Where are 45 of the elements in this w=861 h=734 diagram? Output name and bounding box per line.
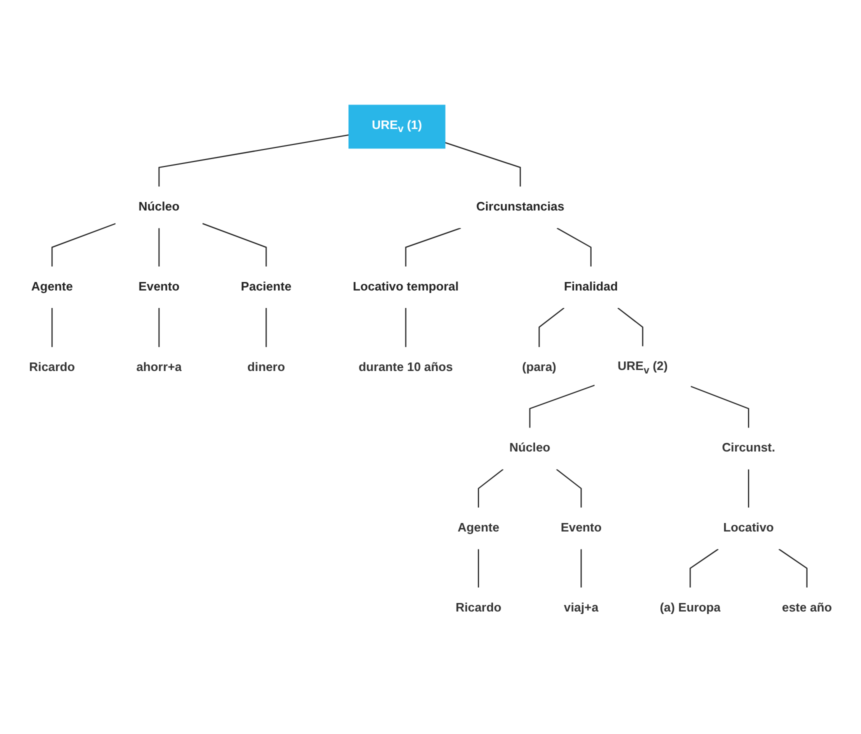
connector: [748, 469, 750, 508]
connector: [405, 308, 406, 348]
node-text: durante 10 años: [358, 360, 453, 374]
node-text: Circunstancias: [476, 200, 564, 214]
connector: [158, 228, 160, 266]
node-text: Locativo: [723, 521, 774, 534]
connector: [690, 386, 750, 428]
connector: [266, 308, 267, 348]
node-text: Locativo temporal: [352, 280, 459, 294]
connector: [202, 222, 267, 266]
connector: [405, 228, 461, 266]
connector: [478, 468, 504, 508]
connector: [51, 308, 53, 348]
node-text: Paciente: [240, 280, 292, 294]
node-text: Agente: [458, 521, 500, 534]
connector: [158, 134, 349, 187]
node-text: Evento: [138, 280, 180, 294]
node-text: Evento: [560, 521, 602, 534]
connector: [529, 384, 595, 428]
connector: [778, 548, 808, 588]
node-text: Núcleo: [138, 200, 180, 214]
node-text: Agente: [31, 280, 73, 294]
connector: [556, 228, 592, 266]
node-text: Finalidad: [564, 280, 618, 294]
node-text: Ricardo: [29, 360, 75, 374]
node-text: ahorr+a: [136, 360, 182, 374]
node-text: URE$_{v}$ (2): [618, 360, 668, 376]
node-text: Circunst.: [722, 442, 776, 455]
connector: [158, 308, 160, 348]
connector: [538, 307, 564, 348]
node-text: (a) Europa: [660, 601, 721, 614]
node-text: dinero: [247, 360, 285, 374]
node-box: URE$_{v}$ (1): [348, 104, 446, 149]
connector: [690, 548, 719, 588]
connector: [556, 468, 582, 508]
node-text: (para): [522, 360, 556, 374]
node-text: Núcleo: [509, 442, 550, 455]
connector: [617, 307, 644, 346]
connector: [444, 142, 521, 187]
node-text: Ricardo: [456, 601, 502, 614]
connector: [51, 223, 116, 266]
connector: [580, 549, 582, 588]
connector: [478, 549, 480, 588]
node-text: este año: [782, 601, 832, 614]
node-text: viaj+a: [564, 601, 598, 614]
